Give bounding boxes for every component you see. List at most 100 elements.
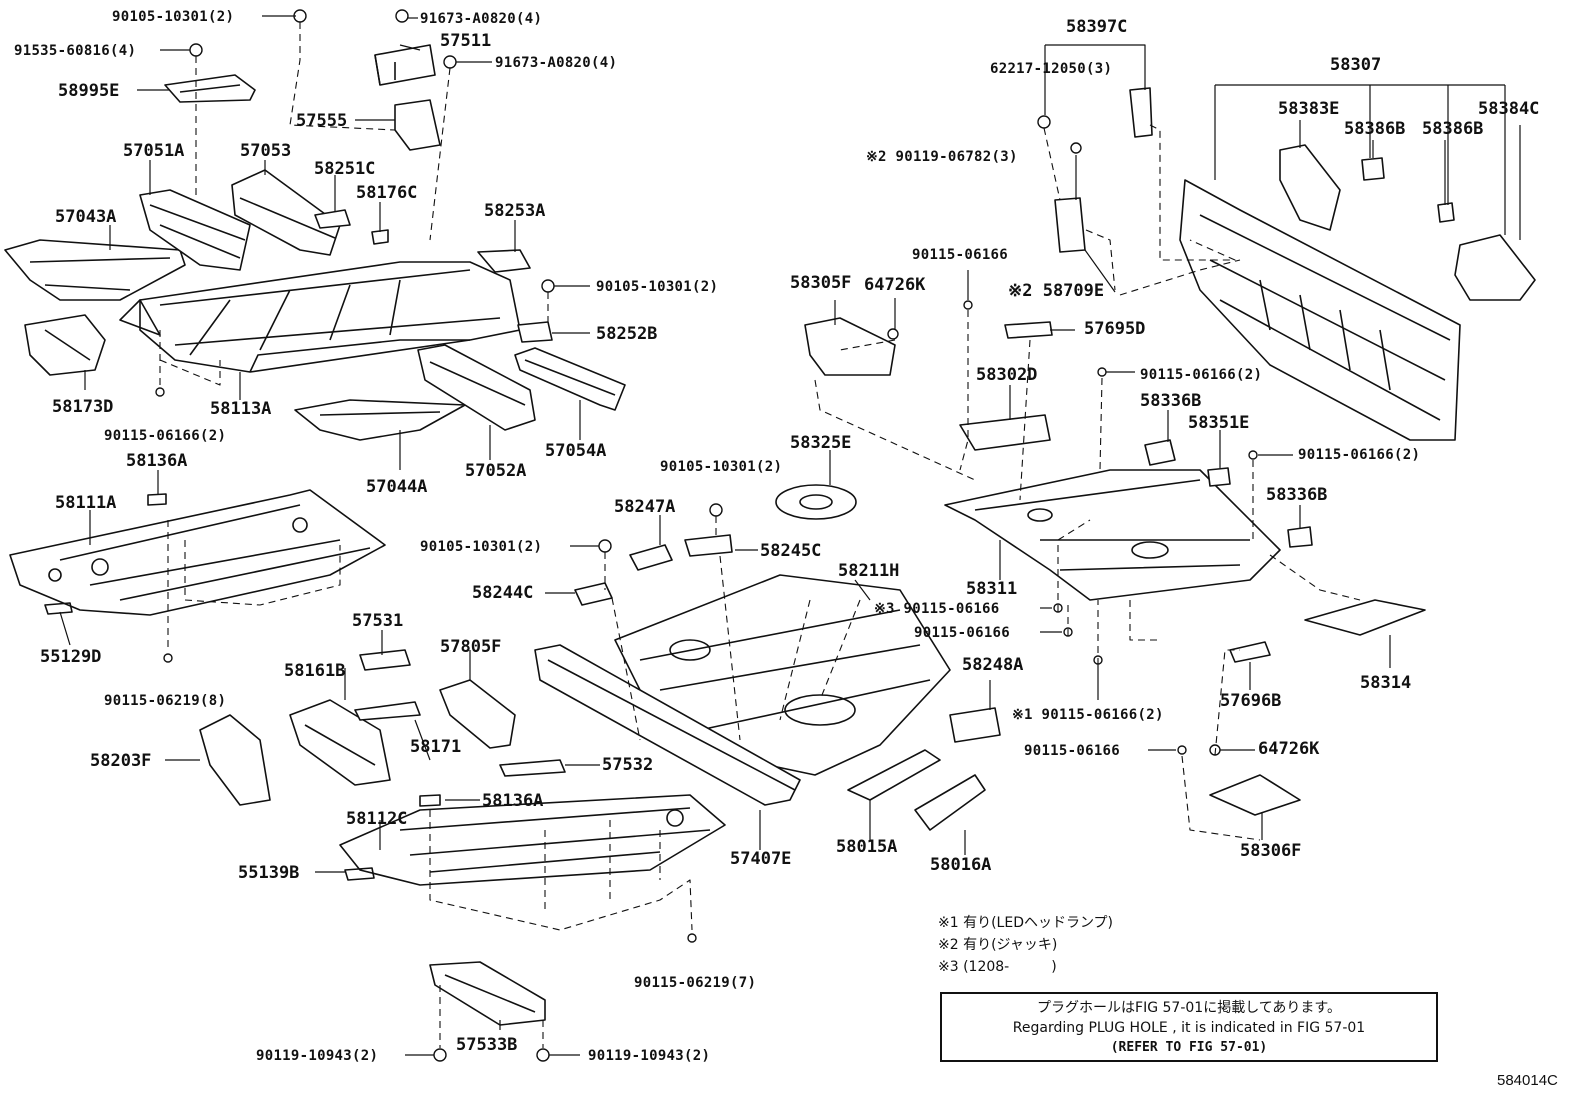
front-floor-pan-58113A	[119, 261, 521, 373]
bracket-58336B-bot	[1287, 526, 1313, 548]
member-57533B	[429, 961, 546, 1026]
floor-panel-58112C	[339, 794, 726, 886]
assembly-lines	[159, 22, 1361, 1048]
label-58336B-top: 58336B	[1140, 391, 1202, 411]
label-58247A: 58247A	[614, 497, 676, 517]
leader-lines	[59, 15, 1521, 1056]
label-55139B: 55139B	[238, 863, 300, 883]
label-58311: 58311	[966, 579, 1018, 599]
label-58171: 58171	[410, 737, 462, 757]
label-58305F: 58305F	[790, 273, 852, 293]
plate-58314	[1304, 599, 1426, 636]
label-58136A-bottom: 58136A	[482, 791, 544, 811]
label-58383E: 58383E	[1278, 99, 1340, 119]
plate-58136A-bot	[419, 794, 441, 807]
clip-58386B-b	[1437, 202, 1455, 223]
label-91673-A0820-top: 91673-A0820(4)	[420, 11, 543, 27]
label-57511: 57511	[440, 31, 492, 51]
bracket-58247A	[629, 544, 673, 571]
brace-58384C	[1454, 234, 1536, 301]
bracket-58351E	[1207, 467, 1231, 487]
bracket-58709E	[1054, 197, 1086, 253]
note-box-line-3: (REFER TO FIG 57-01)	[1110, 1040, 1268, 1055]
label-58111A: 58111A	[55, 493, 117, 513]
upper-back-panel-58307	[1179, 179, 1461, 441]
label-90105-10301-center-left: 90105-10301(2)	[420, 539, 543, 555]
label-57043A: 57043A	[55, 207, 117, 227]
label-90115-06219-7: 90115-06219(7)	[634, 975, 757, 991]
label-58211H: 58211H	[838, 561, 900, 581]
plate-58136A-top	[147, 493, 167, 506]
label-58173D: 58173D	[52, 397, 114, 417]
label-90115-06166-right-2: 90115-06166(2)	[1140, 367, 1263, 383]
label-91535-60816: 91535-60816(4)	[14, 43, 137, 59]
label-64726K-bottom: 64726K	[1258, 739, 1320, 759]
label-58325E: 58325E	[790, 433, 852, 453]
spare-cover-58325E	[775, 484, 857, 520]
label-58112C: 58112C	[346, 809, 408, 829]
label-58136A-top: 58136A	[126, 451, 188, 471]
note-box-line-1: プラグホールはFIG 57-01に掲載してあります。	[1037, 1000, 1341, 1016]
label-57695D: 57695D	[1084, 319, 1146, 339]
label-57531: 57531	[352, 611, 404, 631]
sill-57407E	[534, 644, 801, 806]
plate-58016A	[914, 774, 986, 831]
bracket-58244C	[574, 582, 613, 606]
side-rail-57043A	[4, 239, 186, 301]
bracket-58253A	[477, 249, 531, 273]
label-57052A: 57052A	[465, 461, 527, 481]
label-58252B: 58252B	[596, 324, 658, 344]
label-57044A: 57044A	[366, 477, 428, 497]
label-58016A: 58016A	[930, 855, 992, 875]
footnotes: ※1 有り(LEDヘッドランプ) ※2 有り(ジャッキ) ※3 (1208- )	[938, 912, 1113, 978]
label-90119-06782: ※2 90119-06782(3)	[866, 149, 1018, 165]
pad-57511	[374, 44, 436, 86]
footnote-1: ※1 有り(LEDヘッドランプ)	[938, 915, 1114, 931]
clip-58386B-a	[1361, 157, 1385, 181]
bracket-58305F	[804, 317, 896, 376]
label-57532: 57532	[602, 755, 654, 775]
label-90105-10301-top-left: 90105-10301(2)	[112, 9, 235, 25]
label-57051A: 57051A	[123, 141, 185, 161]
plate-58015A	[847, 749, 941, 801]
note-box-line-2: Regarding PLUG HOLE , it is indicated in…	[1012, 1020, 1366, 1036]
label-58306F: 58306F	[1240, 841, 1302, 861]
clip-55129D	[44, 602, 73, 615]
label-90119-10943-right: 90119-10943(2)	[588, 1048, 711, 1064]
label-58251C: 58251C	[314, 159, 376, 179]
label-64726K-top: 64726K	[864, 275, 926, 295]
member-57054A	[514, 347, 626, 411]
label-57805F: 57805F	[440, 637, 502, 657]
label-58709E: ※2 58709E	[1008, 281, 1105, 301]
bracket-57555	[394, 99, 441, 151]
label-90115-06166-x3: ※3 90115-06166	[874, 601, 1000, 617]
label-90119-10943-left: 90119-10943(2)	[256, 1048, 379, 1064]
label-58161B: 58161B	[284, 661, 346, 681]
label-57533B: 57533B	[456, 1035, 518, 1055]
label-55129D: 55129D	[40, 647, 102, 667]
bracket-58171	[354, 701, 421, 721]
footnote-3: ※3 (1208- )	[938, 959, 1057, 975]
bracket-58995E	[164, 74, 256, 103]
label-58351E: 58351E	[1188, 413, 1250, 433]
label-91673-A0820-mid: 91673-A0820(4)	[495, 55, 618, 71]
label-58302D: 58302D	[976, 365, 1038, 385]
label-58244C: 58244C	[472, 583, 534, 603]
plug-hole-note-box: プラグホールはFIG 57-01に掲載してあります。 Regarding PLU…	[940, 992, 1438, 1062]
label-90115-06166-right-3: 90115-06166(2)	[1298, 447, 1421, 463]
rear-floor-58311	[944, 469, 1281, 601]
label-90115-06219-8: 90115-06219(8)	[104, 693, 227, 709]
bracket-58252B	[517, 321, 553, 343]
label-57053: 57053	[240, 141, 292, 161]
label-58203F: 58203F	[90, 751, 152, 771]
label-58995E: 58995E	[58, 81, 120, 101]
clip-55139B	[344, 867, 375, 881]
label-90105-10301-center: 90105-10301(2)	[660, 459, 783, 475]
bracket-57531	[359, 649, 411, 671]
label-58113A: 58113A	[210, 399, 272, 419]
footnote-2: ※2 有り(ジャッキ)	[938, 937, 1058, 953]
bracket-58336B-top	[1144, 439, 1176, 466]
label-57696B: 57696B	[1220, 691, 1282, 711]
pan-57044A	[294, 399, 466, 441]
